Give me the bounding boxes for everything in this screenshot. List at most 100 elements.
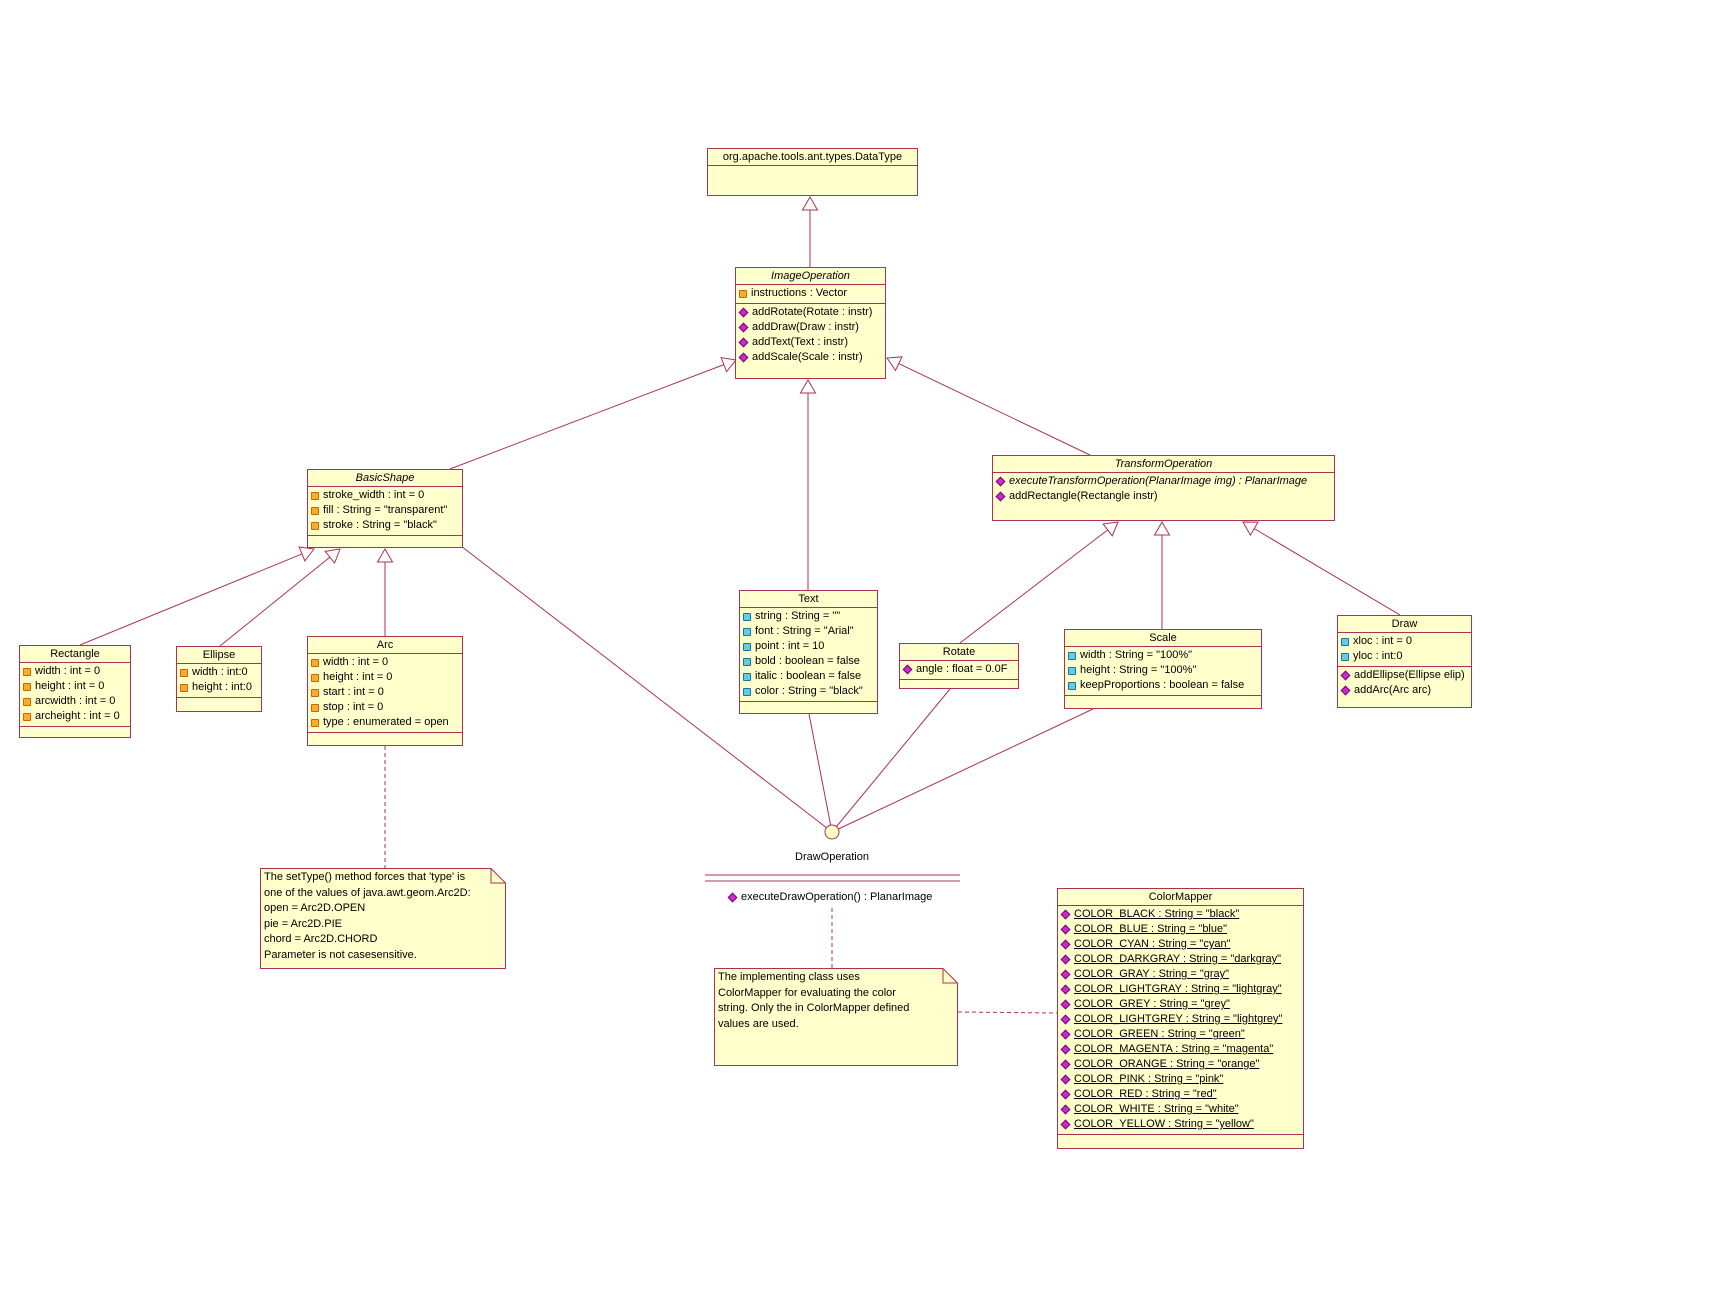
realization-rotate-to-drawoperation[interactable] — [831, 688, 951, 833]
class-member[interactable]: start : int = 0 — [310, 685, 460, 700]
class-org-apache-tools-ant-types-DataType[interactable]: org.apache.tools.ant.types.DataType — [707, 148, 918, 196]
class-member[interactable]: COLOR_DARKGRAY : String = "darkgray" — [1060, 952, 1301, 967]
class-member[interactable]: height : int = 0 — [22, 679, 128, 694]
class-member[interactable]: point : int = 10 — [742, 639, 875, 654]
note-link-note-to-colormapper[interactable] — [957, 1011, 1058, 1014]
member-text: COLOR_LIGHTGREY : String = "lightgrey" — [1074, 1013, 1283, 1025]
class-TransformOperation[interactable]: TransformOperation executeTransformOperat… — [992, 455, 1335, 521]
class-member[interactable]: COLOR_CYAN : String = "cyan" — [1060, 937, 1301, 952]
class-Rotate[interactable]: Rotate angle : float = 0.0F — [899, 643, 1019, 689]
class-member[interactable]: COLOR_YELLOW : String = "yellow" — [1060, 1117, 1301, 1132]
class-member[interactable]: angle : float = 0.0F — [902, 662, 1016, 677]
class-member[interactable]: keepProportions : boolean = false — [1067, 678, 1259, 693]
generalization-ellipse-to-basicshape[interactable] — [219, 556, 331, 647]
class-member[interactable]: type : enumerated = open — [310, 715, 460, 730]
member-text: COLOR_ORANGE : String = "orange" — [1074, 1058, 1260, 1070]
class-member[interactable]: COLOR_GREY : String = "grey" — [1060, 997, 1301, 1012]
class-member[interactable]: width : String = "100%" — [1067, 648, 1259, 663]
note-1[interactable]: The setType() method forces that 'type' … — [260, 868, 506, 969]
class-member[interactable]: COLOR_BLACK : String = "black" — [1060, 907, 1301, 922]
generalization-rotate-to-transformoperation[interactable] — [959, 529, 1108, 644]
generalization-transformoperation-to-imageoperation[interactable] — [898, 363, 1091, 456]
generalization-basicshape-to-imageoperation[interactable] — [449, 364, 725, 470]
class-compartment — [900, 679, 1018, 688]
class-member[interactable]: COLOR_GREEN : String = "green" — [1060, 1027, 1301, 1042]
realization-basicshape-to-drawoperation[interactable] — [460, 545, 833, 833]
attribute-square-icon — [23, 667, 31, 676]
diamond-icon — [1060, 1029, 1071, 1040]
class-member[interactable]: width : int:0 — [179, 665, 259, 680]
class-member[interactable]: COLOR_BLUE : String = "blue" — [1060, 922, 1301, 937]
member-text: width : int = 0 — [35, 665, 101, 677]
class-member[interactable]: COLOR_WHITE : String = "white" — [1060, 1102, 1301, 1117]
class-member[interactable]: color : String = "black" — [742, 684, 875, 699]
generalization-arrowhead-icon — [376, 547, 394, 563]
class-member[interactable]: addDraw(Draw : instr) — [738, 320, 883, 335]
class-member[interactable]: string : String = "" — [742, 609, 875, 624]
class-member[interactable]: font : String = "Arial" — [742, 624, 875, 639]
class-member[interactable]: addRotate(Rotate : instr) — [738, 305, 883, 320]
class-member[interactable]: width : int = 0 — [22, 664, 128, 679]
member-text: point : int = 10 — [755, 640, 825, 652]
member-text: COLOR_LIGHTGRAY : String = "lightgray" — [1074, 983, 1282, 995]
class-member[interactable]: COLOR_ORANGE : String = "orange" — [1060, 1057, 1301, 1072]
attribute-square-icon — [180, 668, 188, 677]
class-member[interactable]: italic : boolean = false — [742, 669, 875, 684]
class-member[interactable]: archeight : int = 0 — [22, 709, 128, 724]
member-text: COLOR_BLACK : String = "black" — [1074, 908, 1240, 920]
realization-scale-to-drawoperation[interactable] — [831, 708, 1094, 833]
class-member[interactable]: fill : String = "transparent" — [310, 503, 460, 518]
note-fold-icon — [942, 968, 958, 984]
class-member[interactable]: addArc(Arc arc) — [1340, 683, 1469, 698]
interface-operation[interactable]: executeDrawOperation() : PlanarImage — [727, 890, 932, 905]
class-member[interactable]: executeDrawOperation() : PlanarImage — [727, 890, 932, 905]
class-name: Rotate — [942, 646, 976, 658]
class-member[interactable]: executeTransformOperation(PlanarImage im… — [995, 474, 1332, 489]
class-member[interactable]: stop : int = 0 — [310, 700, 460, 715]
class-member[interactable]: stroke_width : int = 0 — [310, 488, 460, 503]
diamond-icon — [1060, 954, 1071, 965]
class-name: TransformOperation — [1114, 458, 1213, 470]
class-member[interactable]: xloc : int = 0 — [1340, 634, 1469, 649]
member-text: instructions : Vector — [751, 287, 847, 299]
class-member[interactable]: COLOR_LIGHTGREY : String = "lightgrey" — [1060, 1012, 1301, 1027]
generalization-rectangle-to-basicshape[interactable] — [79, 553, 303, 646]
class-member[interactable]: addRectangle(Rectangle instr) — [995, 489, 1332, 504]
class-member[interactable]: addScale(Scale : instr) — [738, 350, 883, 365]
class-member[interactable]: height : String = "100%" — [1067, 663, 1259, 678]
class-member[interactable]: COLOR_PINK : String = "pink" — [1060, 1072, 1301, 1087]
class-member[interactable]: instructions : Vector — [738, 286, 883, 301]
class-member[interactable]: bold : boolean = false — [742, 654, 875, 669]
class-member[interactable]: width : int = 0 — [310, 655, 460, 670]
class-member[interactable]: height : int:0 — [179, 680, 259, 695]
class-member[interactable]: COLOR_RED : String = "red" — [1060, 1087, 1301, 1102]
class-member[interactable]: height : int = 0 — [310, 670, 460, 685]
generalization-draw-to-transformoperation[interactable] — [1253, 528, 1401, 616]
class-member[interactable]: yloc : int:0 — [1340, 649, 1469, 664]
class-member[interactable]: COLOR_MAGENTA : String = "magenta" — [1060, 1042, 1301, 1057]
generalization-arrowhead-icon — [1102, 521, 1119, 537]
class-member[interactable]: COLOR_LIGHTGRAY : String = "lightgray" — [1060, 982, 1301, 997]
member-text: angle : float = 0.0F — [916, 663, 1008, 675]
note-2[interactable]: The implementing class uses ColorMapper … — [714, 968, 958, 1066]
class-member[interactable]: arcwidth : int = 0 — [22, 694, 128, 709]
member-text: xloc : int = 0 — [1353, 635, 1413, 647]
member-text: COLOR_GRAY : String = "gray" — [1074, 968, 1230, 980]
class-member[interactable]: addText(Text : instr) — [738, 335, 883, 350]
class-member[interactable]: COLOR_GRAY : String = "gray" — [1060, 967, 1301, 982]
class-member[interactable]: addEllipse(Ellipse elip) — [1340, 668, 1469, 683]
realization-text-to-drawoperation[interactable] — [808, 713, 833, 833]
interface-lollipop-icon[interactable] — [824, 824, 840, 840]
class-member[interactable]: stroke : String = "black" — [310, 518, 460, 533]
member-text: executeTransformOperation(PlanarImage im… — [1009, 475, 1308, 487]
